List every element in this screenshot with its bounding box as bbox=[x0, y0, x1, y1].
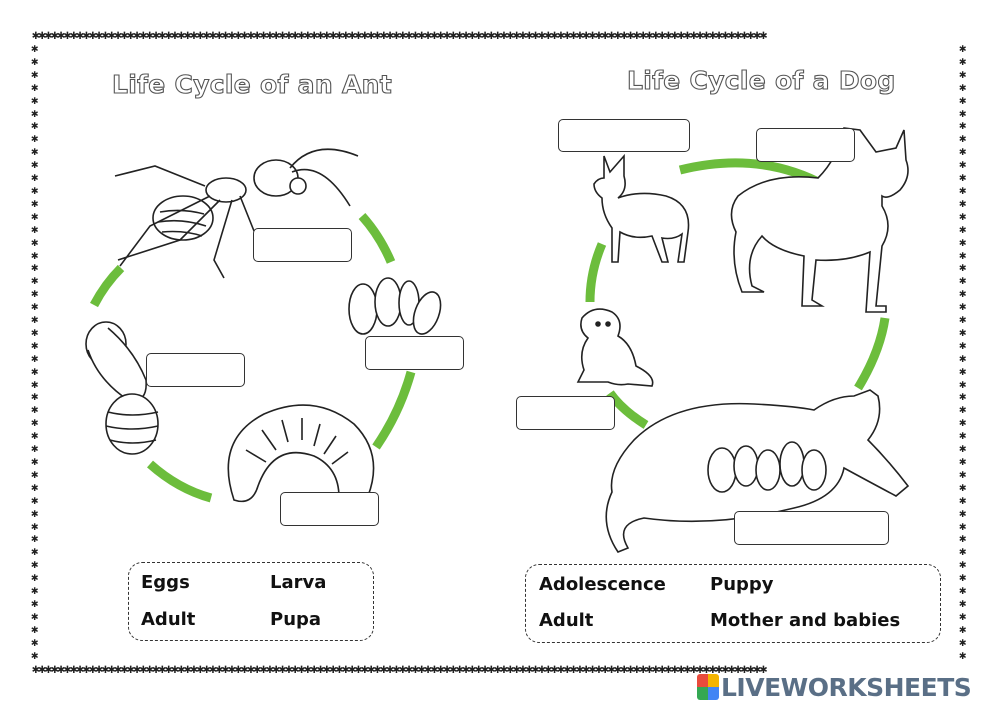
border-bottom: ✱✱✱✱✱✱✱✱✱✱✱✱✱✱✱✱✱✱✱✱✱✱✱✱✱✱✱✱✱✱✱✱✱✱✱✱✱✱✱✱… bbox=[32, 663, 767, 677]
ant-arrow-eggs-to-larva bbox=[372, 370, 416, 450]
logo-wordmark: LIVEWORKSHEETS bbox=[721, 672, 972, 702]
border-top: ✱✱✱✱✱✱✱✱✱✱✱✱✱✱✱✱✱✱✱✱✱✱✱✱✱✱✱✱✱✱✱✱✱✱✱✱✱✱✱✱… bbox=[32, 29, 767, 43]
ant-answer-box-eggs[interactable] bbox=[365, 336, 464, 370]
dog-word-bank-item: Adult bbox=[539, 610, 594, 631]
dog-answer-box-adult[interactable] bbox=[756, 128, 855, 162]
dog-puppy-drawing bbox=[576, 308, 654, 387]
ant-word-bank-item: Pupa bbox=[270, 609, 322, 630]
ant-eggs-drawing bbox=[348, 277, 442, 335]
ant-word-bank: Eggs Larva Adult Pupa bbox=[128, 562, 374, 641]
ant-word-bank-item: Larva bbox=[270, 572, 327, 593]
ant-answer-box-adult[interactable] bbox=[253, 228, 352, 262]
dog-arrow-adult-to-mother bbox=[854, 317, 890, 391]
dog-answer-box-mother[interactable] bbox=[734, 511, 889, 545]
dog-answer-box-adolescent[interactable] bbox=[558, 119, 690, 152]
ant-pupa-drawing bbox=[85, 321, 159, 455]
ant-arrow-adult-to-eggs bbox=[358, 212, 396, 264]
dog-adolescent-drawing bbox=[593, 153, 690, 263]
ant-arrow-pupa-to-adult bbox=[90, 264, 125, 308]
ant-answer-box-pupa[interactable] bbox=[146, 353, 245, 387]
ant-word-bank-item: Adult bbox=[141, 609, 196, 630]
dog-mother-babies-drawing bbox=[605, 389, 910, 553]
dog-arrow-puppy-up bbox=[585, 242, 607, 303]
dog-answer-box-puppy[interactable] bbox=[516, 396, 615, 430]
ant-cycle-arrows bbox=[90, 212, 416, 503]
border-right: ✱✱✱✱✱✱✱✱✱✱✱✱✱✱✱✱✱✱✱✱✱✱✱✱✱✱✱✱✱✱✱✱✱✱✱✱✱✱✱✱… bbox=[959, 42, 967, 664]
ant-word-bank-item: Eggs bbox=[141, 572, 190, 593]
dog-adult-drawing bbox=[730, 127, 909, 313]
dog-word-bank-item: Puppy bbox=[710, 574, 774, 595]
border-left: ✱✱✱✱✱✱✱✱✱✱✱✱✱✱✱✱✱✱✱✱✱✱✱✱✱✱✱✱✱✱✱✱✱✱✱✱✱✱✱✱… bbox=[31, 42, 39, 664]
dog-word-bank-item: Adolescence bbox=[539, 574, 666, 595]
dog-word-bank: Adolescence Puppy Adult Mother and babie… bbox=[525, 564, 941, 643]
dog-word-bank-item: Mother and babies bbox=[710, 610, 901, 631]
dog-cycle-title: Life Cycle of a Dog bbox=[626, 65, 896, 95]
logo-badge-icon bbox=[697, 674, 719, 700]
ant-adult-drawing bbox=[114, 148, 359, 279]
ant-cycle-title: Life Cycle of an Ant bbox=[111, 69, 392, 99]
ant-answer-box-larva[interactable] bbox=[280, 492, 379, 526]
liveworksheets-logo: LIVEWORKSHEETS bbox=[697, 672, 972, 702]
ant-arrow-larva-to-pupa bbox=[147, 460, 213, 503]
dog-arrow-mother-to-puppy bbox=[606, 390, 649, 429]
